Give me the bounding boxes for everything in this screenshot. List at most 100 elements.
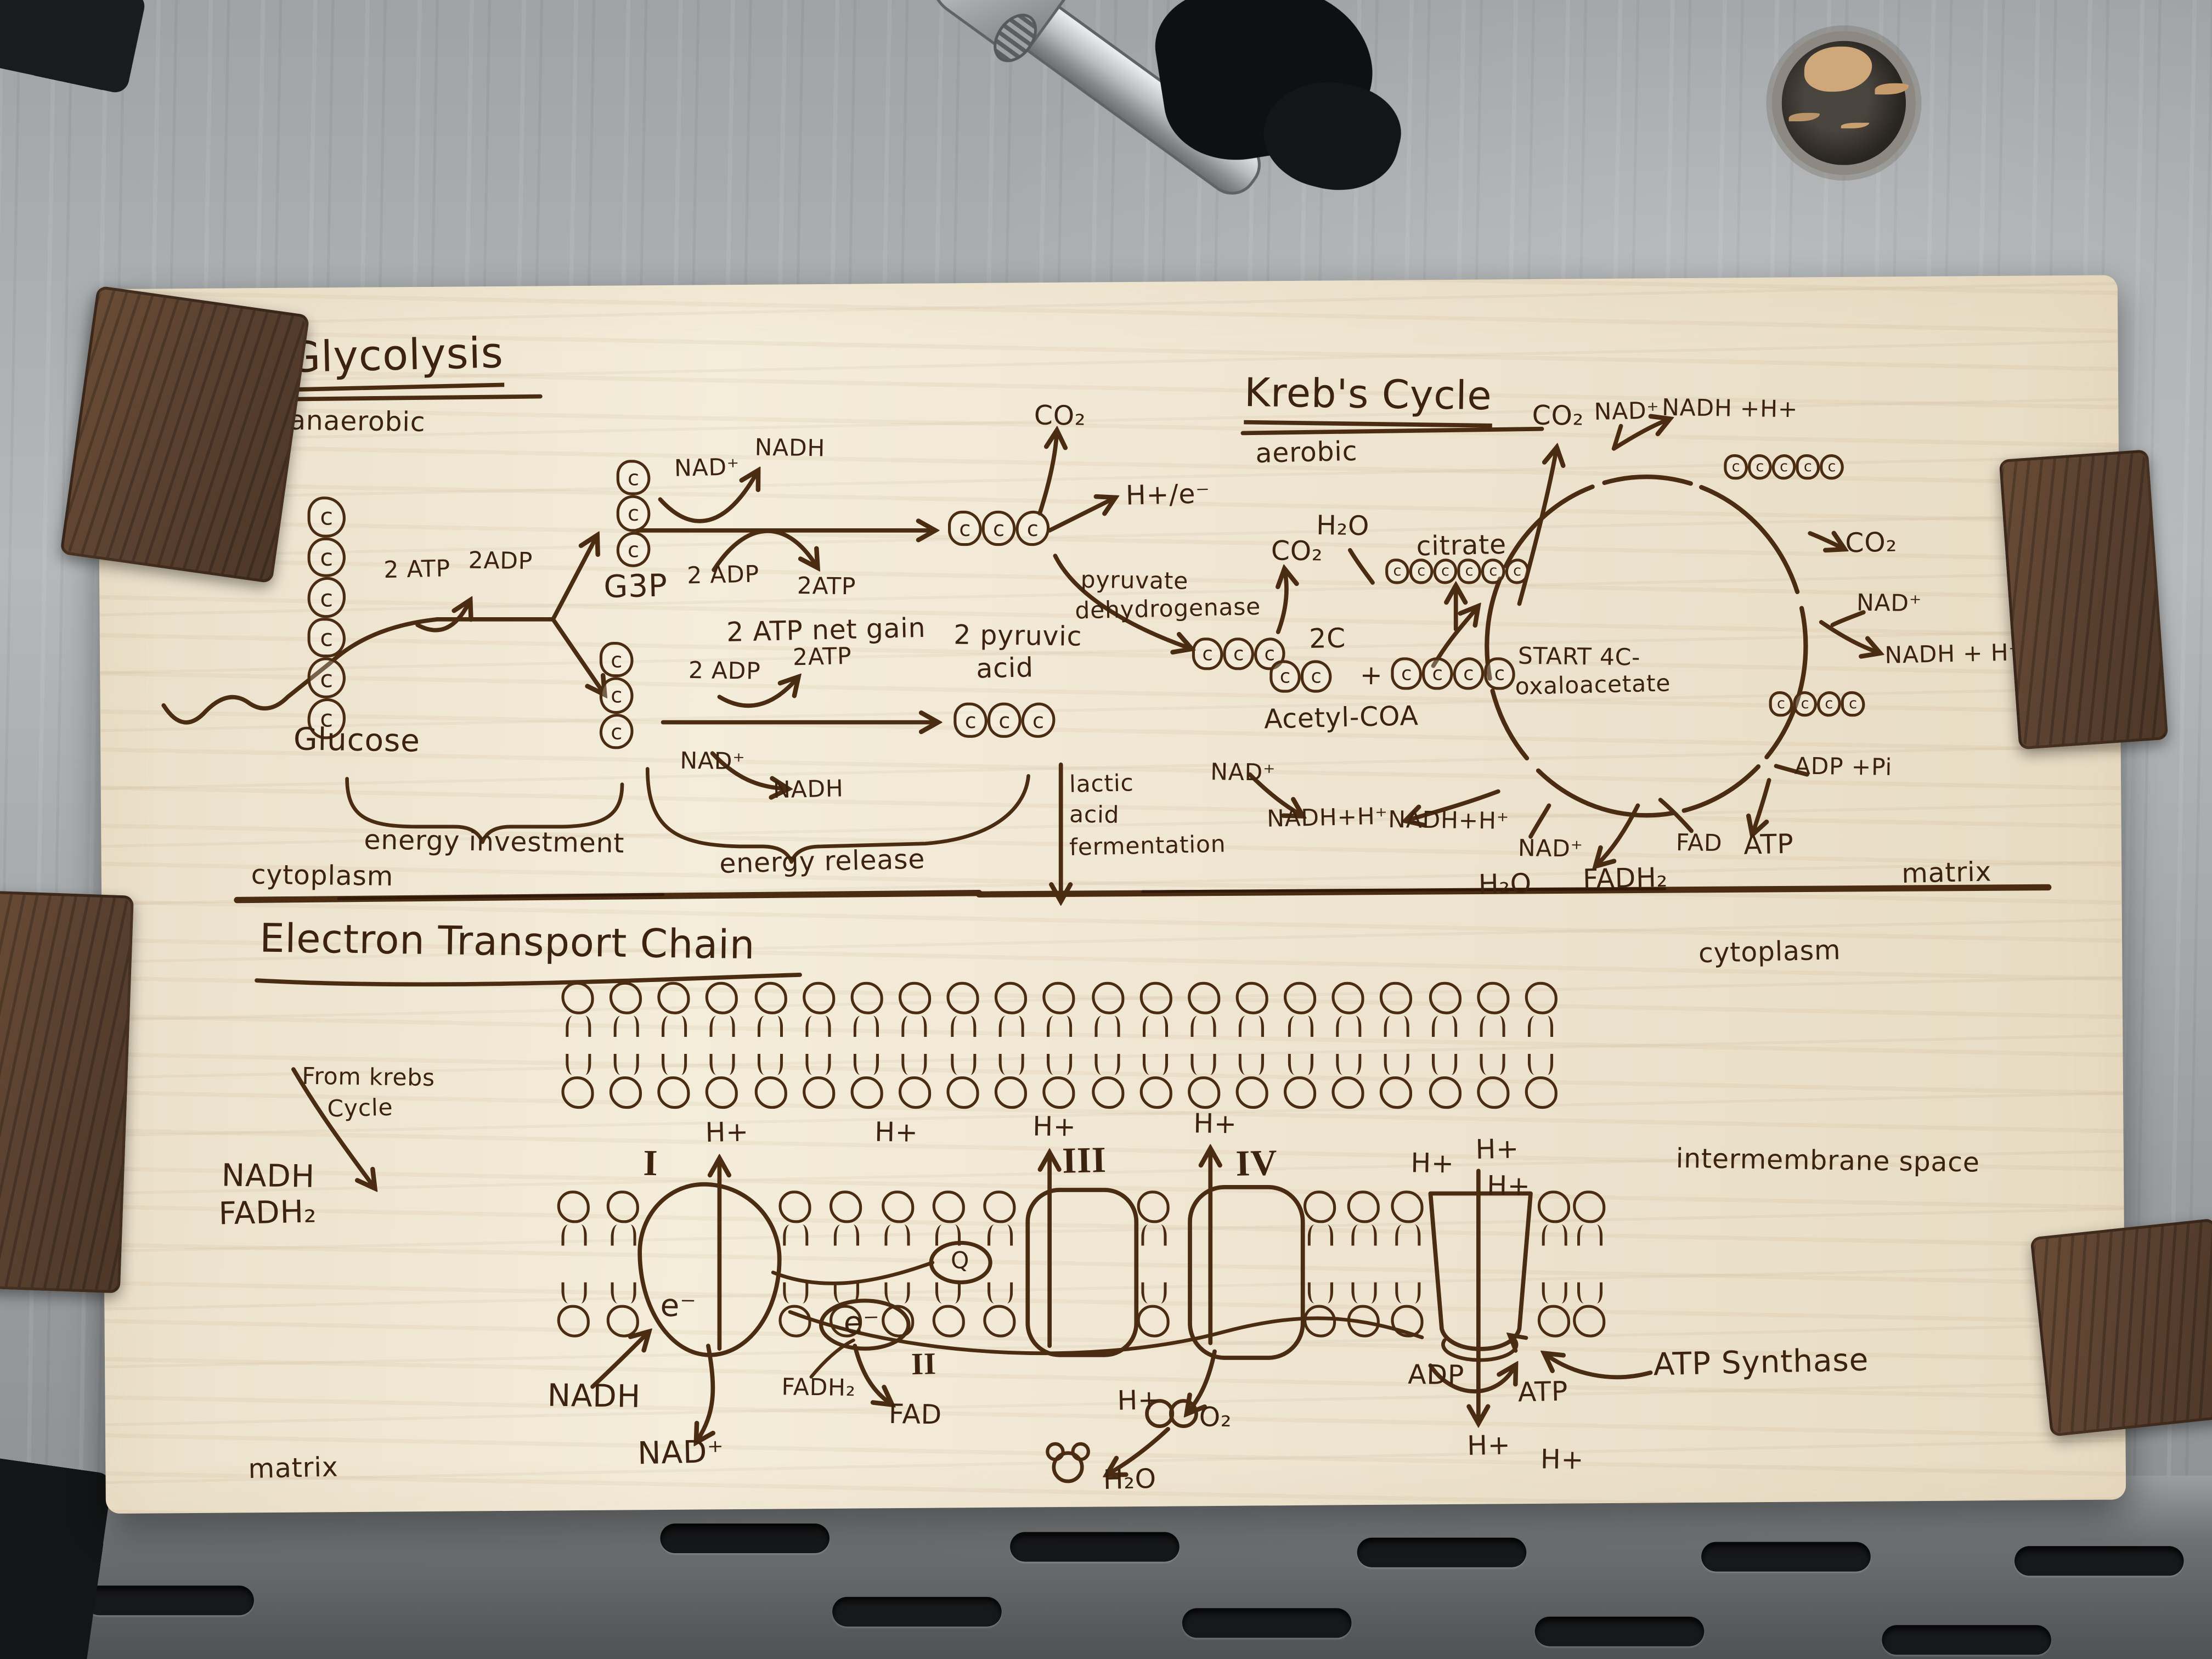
two-c-label: 2C (1308, 623, 1346, 655)
lipid-head (610, 1076, 642, 1109)
complex-1-shape (637, 1182, 782, 1357)
lipid-head (1380, 981, 1413, 1014)
krebs-subtitle: aerobic (1255, 436, 1358, 470)
cytoplasm-label: cytoplasm (251, 859, 394, 893)
lipid-tails (1351, 1282, 1376, 1304)
fadh2-below-label: FADH₂ (781, 1373, 856, 1402)
complex-1-label: I (643, 1142, 658, 1184)
lipid-head (802, 1076, 835, 1109)
co2-pd-label: CO₂ (1271, 535, 1323, 568)
lipid-head (881, 1190, 913, 1223)
nadh-krebs-right-label: NADH + H⁺ (1884, 639, 2022, 669)
lipid-head (606, 1305, 639, 1338)
lipid-head (1187, 1076, 1220, 1109)
lipid-tails (1528, 1053, 1554, 1075)
complex-3-label: III (1062, 1139, 1107, 1182)
lipid-tails (1528, 1015, 1554, 1037)
lipid-tails (661, 1015, 687, 1037)
lipid-head (1187, 981, 1220, 1014)
nadh-h-link-label: NADH+H⁺ (1266, 803, 1389, 833)
adp2-label: 2 ADP (686, 560, 760, 589)
grate-slot (832, 1596, 1002, 1627)
lipid-head (830, 1190, 862, 1223)
lipid-head (1428, 981, 1461, 1014)
lipid-tails (1576, 1224, 1602, 1246)
lipid-tails (1094, 1053, 1120, 1075)
lipid-tails (854, 1015, 879, 1037)
nad-lower-label: NAD⁺ (680, 747, 746, 775)
lipid-head (1043, 981, 1076, 1014)
complex-3-shape (1025, 1188, 1139, 1357)
adp-out-label: 2ADP (468, 546, 533, 575)
lipid-tails (1239, 1015, 1265, 1037)
fadh2-krebs-label: FADH₂ (1582, 862, 1668, 896)
lactic-line2: acid (1069, 800, 1120, 829)
lipid-head (830, 1305, 862, 1338)
nad-krebs-top-label: NAD⁺ (1594, 397, 1660, 426)
h-plus-c3: H+ (1032, 1111, 1076, 1143)
inner-membrane-segment (557, 1190, 639, 1338)
pd-line1: pyruvate (1080, 566, 1189, 595)
energy-release-label: energy release (719, 844, 926, 880)
lipid-tails (1141, 1282, 1166, 1304)
lipid-head (932, 1305, 965, 1338)
lipid-tails (610, 1282, 636, 1304)
complex-4-label: IV (1235, 1142, 1278, 1184)
lipid-tails (1191, 1053, 1217, 1075)
lipid-head (1043, 1076, 1076, 1109)
co2-label: CO₂ (1034, 400, 1086, 432)
from-krebs-line1: From krebs (301, 1063, 436, 1092)
h-plus-syn1: H+ (1410, 1148, 1455, 1180)
lipid-head (706, 1076, 738, 1109)
walnut-block-top-left (59, 285, 310, 584)
nadh-krebs-bottom-label: NADH+H⁺ (1387, 806, 1510, 835)
lipid-tails (986, 1224, 1012, 1246)
lipid-head (983, 1305, 1016, 1338)
grate-slot (1357, 1537, 1527, 1567)
lipid-tails (1143, 1015, 1169, 1037)
drilled-hole-with-shavings (1771, 31, 1916, 175)
lipid-tails (613, 1053, 639, 1075)
co2-krebs-right-label: CO₂ (1844, 527, 1898, 560)
matrix-bottom-label: matrix (247, 1452, 339, 1485)
net-gain-label: 2 ATP net gain (726, 613, 926, 648)
lipid-head (754, 981, 787, 1014)
lipid-head (850, 1076, 883, 1109)
h-plus-o2: H+ (1116, 1385, 1161, 1417)
lipid-tails (1432, 1053, 1458, 1075)
lipid-head (1380, 1076, 1413, 1109)
lipid-head (1573, 1190, 1606, 1223)
h-plus-mid: H+ (874, 1117, 918, 1149)
lipid-tails (884, 1282, 910, 1304)
lipid-tails (1480, 1015, 1506, 1037)
h-e-label: H+/e⁻ (1125, 478, 1211, 512)
adp2-lower-label: 2 ADP (688, 657, 761, 685)
lipid-head (778, 1305, 811, 1338)
lipid-tails (782, 1224, 808, 1246)
acetyl-coa-label: Acetyl-COA (1263, 701, 1419, 736)
lipid-tails (1239, 1053, 1265, 1075)
atp2-label: 2ATP (797, 572, 856, 600)
walnut-block-left (0, 890, 134, 1294)
lipid-tails (950, 1015, 976, 1037)
walnut-grain (2033, 1221, 2212, 1434)
lipid-tails (986, 1282, 1012, 1304)
start-4c-line1: START 4C- (1517, 642, 1641, 671)
lipid-head (1284, 1076, 1317, 1109)
nad-krebs-bottom-label: NAD⁺ (1517, 834, 1584, 862)
lipid-head (1332, 1076, 1365, 1109)
lipid-head (1347, 1305, 1380, 1338)
lipid-head (706, 981, 738, 1014)
lipid-tails (854, 1053, 879, 1075)
o2-label: O₂ (1199, 1402, 1232, 1434)
glycolysis-title: Glycolysis (287, 329, 504, 392)
lipid-tails (1576, 1282, 1602, 1304)
h2o-krebs-bottom-label: H₂O (1478, 868, 1532, 901)
